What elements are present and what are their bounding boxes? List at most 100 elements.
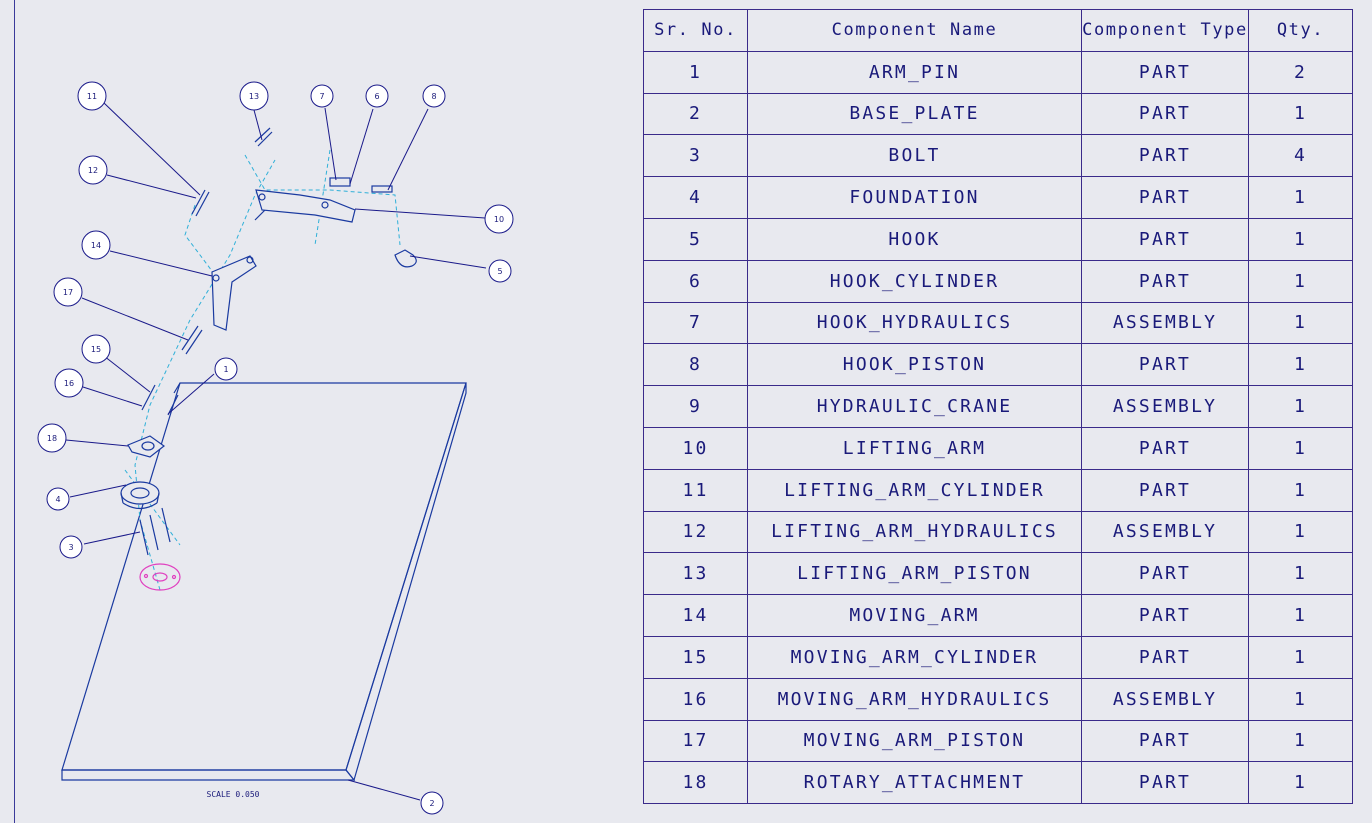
cell-component-type: PART — [1081, 343, 1249, 387]
cell-sr-no: 3 — [643, 134, 748, 178]
svg-text:5: 5 — [497, 267, 502, 276]
svg-text:6: 6 — [374, 92, 379, 101]
scale-label: SCALE 0.050 — [207, 790, 260, 799]
cell-component-name: HYDRAULIC_CRANE — [747, 385, 1082, 428]
base-plate — [61, 382, 467, 782]
cell-component-name: HOOK_HYDRAULICS — [747, 301, 1082, 345]
cell-component-type: PART — [1081, 761, 1249, 805]
cell-component-type: PART — [1081, 176, 1249, 219]
svg-text:11: 11 — [87, 92, 97, 101]
cell-sr-no: 2 — [643, 92, 748, 136]
cell-qty: 1 — [1248, 719, 1353, 763]
cell-qty: 1 — [1248, 677, 1353, 721]
cell-sr-no: 17 — [643, 719, 748, 763]
cell-component-type: PART — [1081, 217, 1249, 261]
cell-qty: 1 — [1248, 176, 1353, 219]
svg-text:13: 13 — [249, 92, 259, 101]
cell-qty: 1 — [1248, 217, 1353, 261]
balloon-18: 18 — [37, 423, 67, 453]
cell-sr-no: 14 — [643, 594, 748, 637]
cell-qty: 1 — [1248, 385, 1353, 428]
cell-component-name: LIFTING_ARM_HYDRAULICS — [747, 510, 1082, 554]
cell-component-type: ASSEMBLY — [1081, 510, 1249, 554]
cell-component-type: PART — [1081, 50, 1249, 94]
cell-sr-no: 15 — [643, 635, 748, 679]
cell-component-name: LIFTING_ARM_PISTON — [747, 552, 1082, 596]
cell-component-name: HOOK_PISTON — [747, 343, 1082, 387]
svg-text:3: 3 — [68, 543, 73, 552]
balloon-15: 15 — [81, 334, 111, 364]
cell-component-name: FOUNDATION — [747, 176, 1082, 219]
cell-sr-no: 10 — [643, 426, 748, 470]
header-component-name: Component Name — [747, 9, 1082, 52]
header-sr-no: Sr. No. — [643, 9, 748, 52]
cell-component-name: HOOK_CYLINDER — [747, 259, 1082, 303]
balloon-17: 17 — [53, 277, 83, 307]
balloon-16: 16 — [54, 368, 84, 398]
balloon-14: 14 — [81, 230, 111, 260]
cell-component-type: PART — [1081, 92, 1249, 136]
cell-component-type: PART — [1081, 552, 1249, 596]
cell-qty: 1 — [1248, 594, 1353, 637]
cell-sr-no: 18 — [643, 761, 748, 805]
cell-component-type: PART — [1081, 719, 1249, 763]
cell-component-type: ASSEMBLY — [1081, 677, 1249, 721]
cell-component-name: ARM_PIN — [747, 50, 1082, 94]
cell-qty: 1 — [1248, 552, 1353, 596]
cell-sr-no: 7 — [643, 301, 748, 345]
balloon-2: 2 — [420, 791, 444, 815]
cell-sr-no: 4 — [643, 176, 748, 219]
cell-component-name: LIFTING_ARM — [747, 426, 1082, 470]
svg-text:7: 7 — [319, 92, 324, 101]
header-component-type: Component Type — [1081, 9, 1249, 52]
cell-component-type: PART — [1081, 259, 1249, 303]
balloon-6: 6 — [365, 84, 389, 108]
balloon-12: 12 — [78, 155, 108, 185]
cell-sr-no: 6 — [643, 259, 748, 303]
crane-parts — [120, 127, 417, 591]
leader-lines — [65, 102, 487, 801]
sheet-border — [14, 0, 15, 823]
cell-component-name: MOVING_ARM_PISTON — [747, 719, 1082, 763]
cell-sr-no: 12 — [643, 510, 748, 554]
balloon-11: 11 — [77, 81, 107, 111]
cell-component-type: ASSEMBLY — [1081, 385, 1249, 428]
svg-text:2: 2 — [429, 799, 434, 808]
balloon-10: 10 — [484, 204, 514, 234]
cell-qty: 1 — [1248, 761, 1353, 805]
svg-text:8: 8 — [431, 92, 436, 101]
cell-sr-no: 11 — [643, 468, 748, 512]
balloon-13: 13 — [239, 81, 269, 111]
svg-text:1: 1 — [223, 365, 228, 374]
cell-component-name: BOLT — [747, 134, 1082, 178]
cell-qty: 1 — [1248, 468, 1353, 512]
header-qty: Qty. — [1248, 9, 1353, 52]
cell-component-type: PART — [1081, 594, 1249, 637]
cell-component-name: MOVING_ARM — [747, 594, 1082, 637]
balloon-8: 8 — [422, 84, 446, 108]
svg-text:4: 4 — [55, 495, 60, 504]
cell-qty: 1 — [1248, 92, 1353, 136]
cell-component-type: PART — [1081, 134, 1249, 178]
cell-qty: 1 — [1248, 301, 1353, 345]
cell-component-name: ROTARY_ATTACHMENT — [747, 761, 1082, 805]
balloon-3: 3 — [59, 535, 83, 559]
balloon-1: 1 — [214, 357, 238, 381]
table-header-row: Sr. No. Component Name Component Type Qt… — [643, 9, 1353, 52]
svg-text:16: 16 — [64, 379, 74, 388]
cell-sr-no: 16 — [643, 677, 748, 721]
balloon-7: 7 — [310, 84, 334, 108]
exploded-assembly-drawing: 1 2 3 4 5 6 7 8 10 11 12 13 14 15 16 17 … — [37, 81, 514, 815]
